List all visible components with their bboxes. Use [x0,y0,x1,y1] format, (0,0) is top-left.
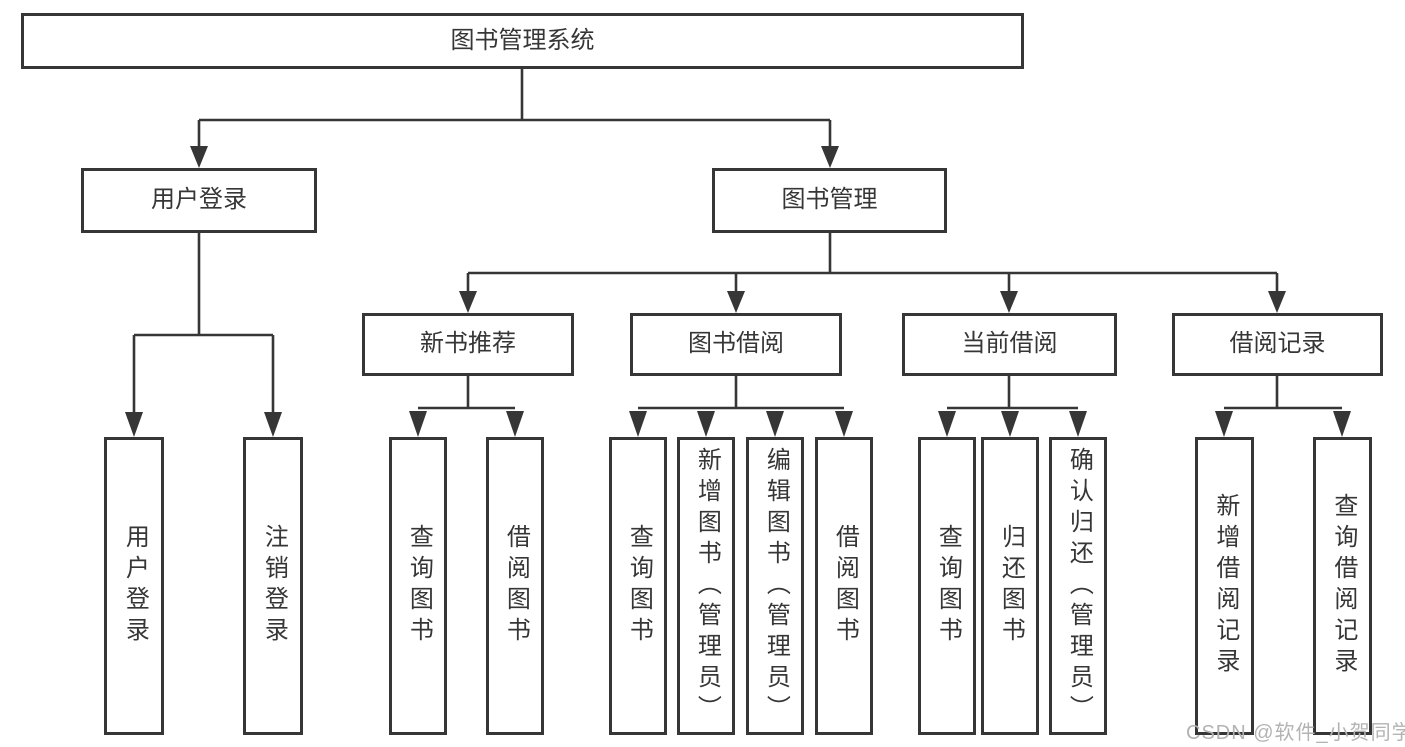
leaf-query-books-recommend: 查询图书 [389,437,447,735]
branch-book-management: 图书管理 [712,168,947,233]
leaf-borrow-books-recommend: 借阅图书 [486,437,544,735]
group-new-book-recommend: 新书推荐 [362,313,574,376]
leaf-add-borrow-record: 新增借阅记录 [1195,437,1254,735]
leaf-edit-books-admin: 编辑图书（管理员） [746,437,804,735]
group-book-borrow: 图书借阅 [630,313,842,376]
leaf-user-login: 用户登录 [104,437,164,735]
group-borrow-records: 借阅记录 [1172,313,1383,376]
branch-user-login: 用户登录 [81,168,317,233]
leaf-add-books-admin: 新增图书（管理员） [677,437,735,735]
csdn-watermark: CSDN @软件_小贺同学 [1186,722,1405,744]
root-box: 图书管理系统 [21,13,1024,69]
leaf-query-books-borrow: 查询图书 [609,437,667,735]
leaf-query-books-current: 查询图书 [918,437,976,735]
arrowhead-group [125,146,1351,437]
leaf-logout: 注销登录 [243,437,303,735]
leaf-return-books: 归还图书 [981,437,1039,735]
leaf-confirm-return-admin: 确认归还（管理员） [1049,437,1107,735]
group-current-borrow: 当前借阅 [902,313,1117,376]
leaf-query-borrow-record: 查询借阅记录 [1313,437,1372,735]
leaf-borrow-books: 借阅图书 [815,437,873,735]
